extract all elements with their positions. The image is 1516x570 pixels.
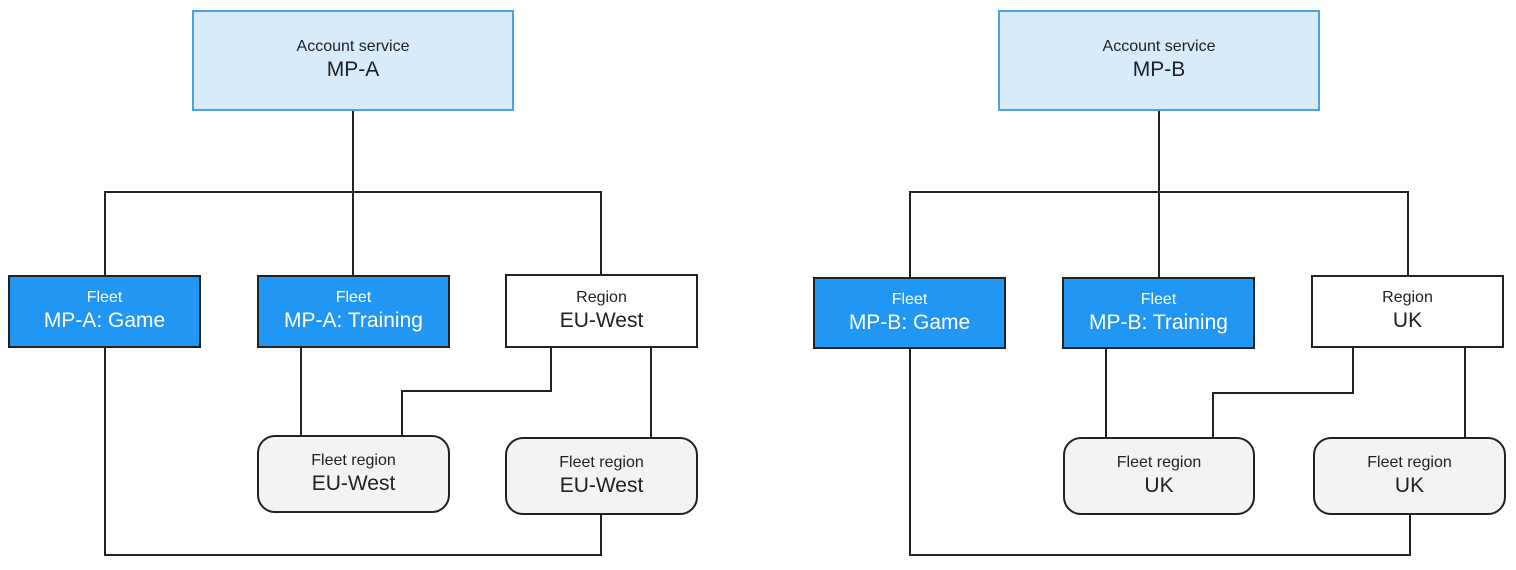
fleet-region-box-a-1: Fleet region EU-West [257, 435, 450, 513]
box-name: UK [1144, 473, 1174, 497]
box-label: Account service [1102, 38, 1216, 56]
box-label: Fleet region [311, 451, 396, 469]
box-name: EU-West [559, 473, 644, 497]
region-box-b: Region UK [1311, 275, 1504, 348]
region-box-a: Region EU-West [505, 274, 698, 348]
box-label: Fleet region [1116, 453, 1202, 471]
account-service-box-a: Account service MP-A [192, 10, 514, 111]
box-label: Fleet region [559, 453, 644, 471]
fleet-region-box-b-2: Fleet region UK [1313, 437, 1506, 515]
box-label: Region [1382, 289, 1433, 307]
connector-region-a-fleetregion1 [401, 347, 552, 435]
box-label: Account service [296, 38, 410, 56]
account-service-box-b: Account service MP-B [998, 10, 1320, 111]
box-name: MP-B [1132, 58, 1186, 82]
box-name: EU-West [559, 308, 644, 332]
connector-game-a-fleetregion2 [104, 347, 602, 556]
box-name: MP-A: Game [43, 309, 166, 333]
box-label: Fleet [891, 290, 928, 308]
box-name: MP-A [326, 58, 380, 82]
connector-game-b-fleetregion2 [909, 348, 1411, 556]
box-label: Fleet [1140, 290, 1177, 308]
box-name: MP-A: Training [284, 309, 423, 333]
box-label: Fleet region [1367, 453, 1452, 471]
box-name: MP-B: Training [1089, 310, 1228, 334]
fleet-game-box-a: Fleet MP-A: Game [8, 275, 201, 348]
box-name: UK [1394, 473, 1425, 497]
box-name: EU-West [311, 471, 396, 495]
box-name: MP-B: Game [848, 310, 971, 334]
fleet-game-box-b: Fleet MP-B: Game [813, 277, 1006, 349]
fleet-training-box-a: Fleet MP-A: Training [257, 275, 450, 348]
fleet-training-box-b: Fleet MP-B: Training [1062, 277, 1255, 349]
box-name: UK [1392, 309, 1423, 333]
fleet-region-box-a-2: Fleet region EU-West [505, 437, 698, 515]
fleet-region-box-b-1: Fleet region UK [1063, 437, 1255, 515]
box-label: Fleet [335, 289, 372, 307]
box-label: Fleet [86, 289, 123, 307]
box-label: Region [576, 288, 627, 306]
connector-region-b-fleetregion1 [1212, 347, 1354, 437]
